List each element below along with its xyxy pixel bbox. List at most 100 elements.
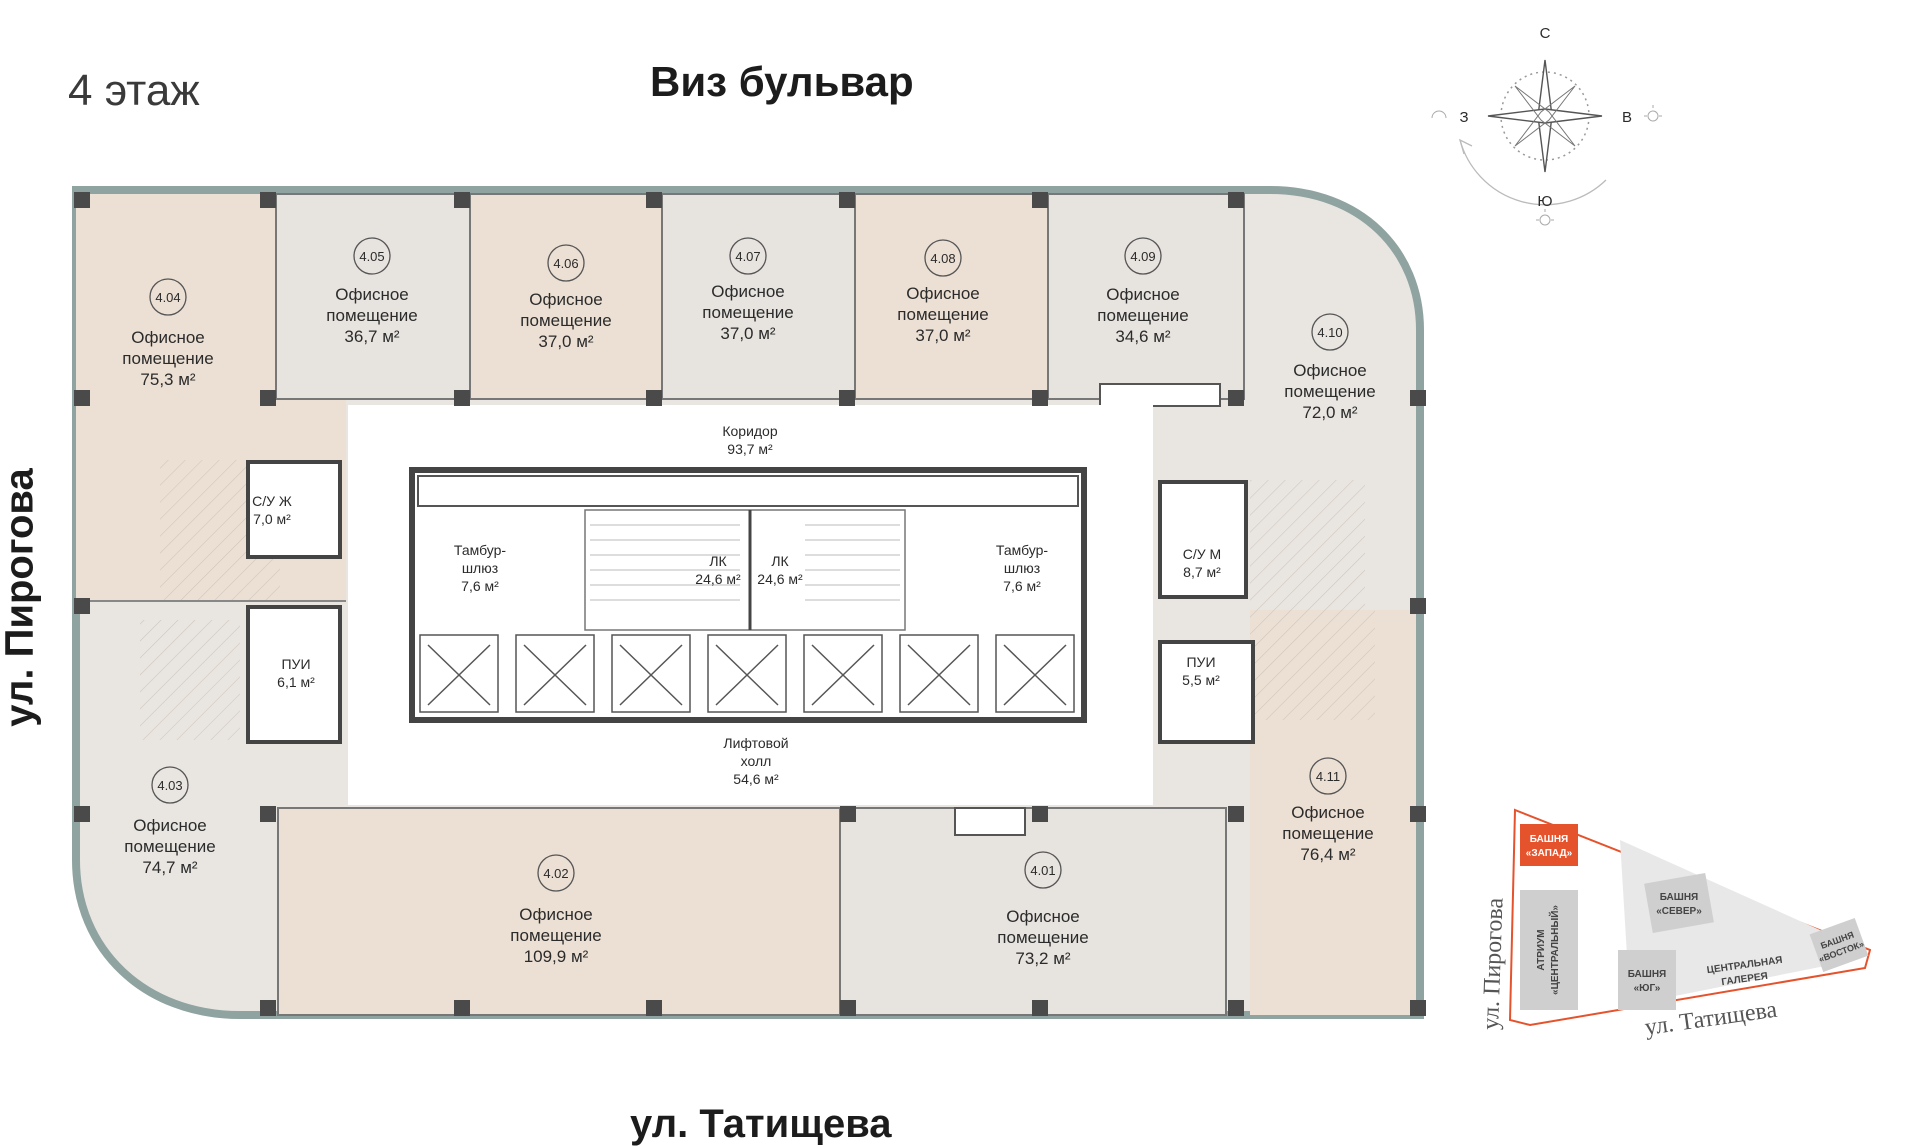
- tambur-right-label: Тамбур- шлюз 7,6 м²: [996, 542, 1049, 594]
- svg-text:24,6 м²: 24,6 м²: [757, 571, 803, 587]
- office-label-4.10: 4.10 Офисное помещение 72,0 м²: [1284, 313, 1376, 422]
- svg-text:4.11: 4.11: [1316, 769, 1340, 784]
- svg-text:4.08: 4.08: [930, 251, 955, 266]
- office-label-4.09: 4.09 Офисное помещение 34,6 м²: [1097, 237, 1189, 346]
- site-map-tower-south: [1618, 950, 1676, 1010]
- office-4.06-fill: [469, 193, 663, 400]
- svg-text:73,2 м²: 73,2 м²: [1015, 949, 1070, 968]
- office-4.05-fill: [275, 193, 471, 400]
- svg-text:24,6 м²: 24,6 м²: [695, 571, 741, 587]
- svg-text:Офисное: Офисное: [335, 285, 409, 304]
- tambur-left-label: Тамбур- шлюз 7,6 м²: [454, 542, 507, 594]
- svg-text:Тамбур-: Тамбур-: [996, 542, 1049, 558]
- svg-text:помещение: помещение: [1097, 306, 1188, 325]
- svg-text:7,6 м²: 7,6 м²: [1003, 578, 1041, 594]
- office-label-4.02: 4.02 Офисное помещение 109,9 м²: [510, 854, 602, 966]
- svg-text:Лифтовой: Лифтовой: [723, 735, 788, 751]
- sun-arc-arrow: [1458, 138, 1473, 155]
- svg-text:ЛК: ЛК: [771, 553, 789, 569]
- pui-left-room: [246, 605, 342, 744]
- svg-text:5,5 м²: 5,5 м²: [1182, 672, 1220, 688]
- svg-text:Офисное: Офисное: [711, 282, 785, 301]
- svg-text:8,7 м²: 8,7 м²: [1183, 564, 1221, 580]
- core-service-strip: [417, 475, 1079, 507]
- svg-text:ПУИ: ПУИ: [1186, 654, 1215, 670]
- svg-text:помещение: помещение: [1282, 824, 1373, 843]
- svg-text:помещение: помещение: [520, 311, 611, 330]
- svg-text:4.04: 4.04: [155, 290, 180, 305]
- office-label-4.05: 4.05 Офисное помещение 36,7 м²: [326, 237, 418, 346]
- svg-text:7,6 м²: 7,6 м²: [461, 578, 499, 594]
- svg-text:Офисное: Офисное: [906, 284, 980, 303]
- svg-text:С/У М: С/У М: [1183, 546, 1221, 562]
- svg-text:36,7 м²: 36,7 м²: [344, 327, 399, 346]
- lk-right-label: ЛК 24,6 м²: [757, 553, 803, 587]
- street-label-top: Виз бульвар: [650, 58, 914, 105]
- svg-text:Офисное: Офисное: [529, 290, 603, 309]
- site-map-tower-north: [1644, 872, 1714, 934]
- svg-text:шлюз: шлюз: [462, 560, 498, 576]
- svg-text:4.01: 4.01: [1030, 863, 1055, 878]
- compass-star-we: [1487, 108, 1603, 124]
- svg-text:72,0 м²: 72,0 м²: [1302, 403, 1357, 422]
- office-4.11-hatch: [1250, 610, 1375, 720]
- office-4.07-fill: [661, 193, 856, 400]
- svg-text:Офисное: Офисное: [1293, 361, 1367, 380]
- site-map-tower-west: [1520, 824, 1578, 866]
- pui-left-label: ПУИ 6,1 м²: [277, 656, 315, 690]
- svg-text:помещение: помещение: [997, 928, 1088, 947]
- svg-text:6,1 м²: 6,1 м²: [277, 674, 315, 690]
- svg-text:помещение: помещение: [1284, 382, 1375, 401]
- svg-text:37,0 м²: 37,0 м²: [538, 332, 593, 351]
- office-4.08-fill: [854, 193, 1049, 400]
- svg-text:4.05: 4.05: [359, 249, 384, 264]
- svg-text:«СЕВЕР»: «СЕВЕР»: [1656, 906, 1702, 917]
- svg-text:БАШНЯ: БАШНЯ: [1660, 892, 1699, 903]
- svg-text:93,7 м²: 93,7 м²: [727, 441, 773, 457]
- svg-text:помещение: помещение: [897, 305, 988, 324]
- compass-star-diag1: [1514, 85, 1576, 147]
- svg-text:С/У Ж: С/У Ж: [252, 493, 292, 509]
- site-map-tower-east: [1809, 917, 1869, 973]
- street-label-bottom: ул. Татищева: [630, 1102, 892, 1146]
- compass-east: В: [1622, 109, 1632, 126]
- office-label-4.08: 4.08 Офисное помещение 37,0 м²: [897, 239, 989, 345]
- elevator-shafts: [419, 634, 1075, 713]
- svg-text:4.02: 4.02: [543, 866, 568, 881]
- corridor-label: Коридор 93,7 м²: [722, 423, 778, 457]
- svg-text:ПУИ: ПУИ: [281, 656, 310, 672]
- svg-text:37,0 м²: 37,0 м²: [915, 326, 970, 345]
- svg-text:БАШНЯ: БАШНЯ: [1628, 969, 1667, 980]
- sun-arc: [1459, 139, 1607, 206]
- svg-text:Офисное: Офисное: [131, 328, 205, 347]
- office-label-4.04: 4.04 Офисное помещение 75,3 м²: [122, 278, 214, 389]
- pui-right-label: ПУИ 5,5 м²: [1182, 654, 1220, 688]
- office-label-4.06: 4.06 Офисное помещение 37,0 м²: [520, 244, 612, 351]
- svg-text:74,7 м²: 74,7 м²: [142, 858, 197, 877]
- office-label-4.07: 4.07 Офисное помещение 37,0 м²: [702, 237, 794, 343]
- svg-text:Офисное: Офисное: [1006, 907, 1080, 926]
- svg-text:холл: холл: [741, 753, 772, 769]
- office-4.04-fill: [76, 194, 276, 399]
- compass-star-diag2: [1514, 85, 1576, 147]
- svg-text:4.09: 4.09: [1130, 249, 1155, 264]
- wc-female-room: [246, 460, 342, 559]
- site-map: БАШНЯ «ЗАПАД» АТРИУМ «ЦЕНТРАЛЬНЫЙ» БАШНЯ…: [1478, 808, 1872, 1040]
- svg-text:Офисное: Офисное: [519, 905, 593, 924]
- svg-text:Коридор: Коридор: [722, 423, 778, 439]
- svg-text:«ЦЕНТРАЛЬНЫЙ»: «ЦЕНТРАЛЬНЫЙ»: [1548, 905, 1561, 995]
- office-4.09-balcony: [1099, 383, 1221, 407]
- svg-text:34,6 м²: 34,6 м²: [1115, 327, 1170, 346]
- compass-north: С: [1540, 25, 1551, 42]
- wc-male-label: С/У М 8,7 м²: [1183, 546, 1221, 580]
- svg-text:помещение: помещение: [510, 926, 601, 945]
- wc-male-room: [1158, 480, 1248, 599]
- lift-hall-label: Лифтовой холл 54,6 м²: [723, 735, 788, 787]
- pui-right-room: [1158, 640, 1255, 744]
- stair-treads: [590, 524, 900, 601]
- svg-text:«ЮГ»: «ЮГ»: [1634, 983, 1661, 994]
- svg-text:помещение: помещение: [124, 837, 215, 856]
- svg-text:Офисное: Офисное: [1106, 285, 1180, 304]
- site-map-atrium: [1520, 890, 1578, 1010]
